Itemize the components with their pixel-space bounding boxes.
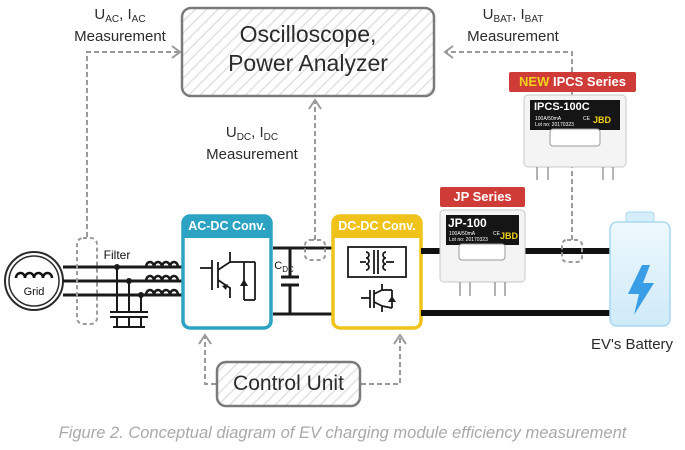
new-tag: NEW xyxy=(519,74,550,89)
jp-sensor xyxy=(439,209,526,296)
ipcs-ce: CE xyxy=(583,116,590,122)
bat-measurement-path xyxy=(443,45,573,240)
ipcs-model: IPCS-100C xyxy=(534,101,590,113)
dc-measurement-label: UDC, IDC Measurement xyxy=(206,124,298,163)
jp-spec: 100A/50mA xyxy=(449,231,476,237)
filter-junction-dots xyxy=(114,264,144,298)
ac-measurement-probe xyxy=(76,237,98,325)
bat-measurement-probe xyxy=(561,239,583,263)
battery-label: EV's Battery xyxy=(590,336,674,353)
bat-measurement-label: UBAT, IBAT Measurement xyxy=(467,6,559,45)
control-feedback-path xyxy=(198,333,407,385)
ac-dc-title: AC-DC Conv. xyxy=(188,219,266,233)
lightning-icon xyxy=(628,265,654,315)
jp-brand: JBD xyxy=(500,231,519,241)
grid-label: Grid xyxy=(23,286,45,298)
ac-measurement-path xyxy=(86,45,182,237)
dc-dc-converter xyxy=(331,214,423,330)
figure-caption: Figure 2. Conceptual diagram of EV charg… xyxy=(58,424,627,442)
control-unit-label: Control Unit xyxy=(233,372,344,395)
filter-inductors xyxy=(144,260,180,296)
ac-measurement-label: UAC, IAC Measurement xyxy=(74,6,166,45)
ipcs-spec: 100A/50mA xyxy=(535,116,562,122)
jp-banner-text: JP Series xyxy=(453,189,512,204)
dc-link-wires xyxy=(273,246,333,316)
oscilloscope-box xyxy=(180,6,436,98)
oscilloscope-title: Oscilloscope, Power Analyzer xyxy=(228,21,388,76)
ipcs-sensor xyxy=(523,94,627,180)
ipcs-brand: JBD xyxy=(593,115,612,125)
ipcs-lot: Lot no: 20170323 xyxy=(535,122,574,128)
dc-dc-title: DC-DC Conv. xyxy=(338,219,416,233)
jp-model: JP-100 xyxy=(448,216,487,230)
jp-lot: Lot no: 20170323 xyxy=(449,237,488,243)
dc-measurement-path xyxy=(308,98,322,240)
control-unit-box xyxy=(215,360,362,408)
capacitor-label: CDC xyxy=(274,260,294,274)
dc-measurement-probe xyxy=(304,239,326,261)
ac-wires xyxy=(63,265,184,297)
filter-label: Filter xyxy=(103,248,131,262)
ac-dc-converter xyxy=(181,214,273,330)
ipcs-banner-text: NEW IPCS Series xyxy=(519,74,626,89)
grid-symbol xyxy=(4,251,64,311)
jp-ce: CE xyxy=(493,231,500,237)
ipcs-banner xyxy=(509,72,636,92)
ev-battery xyxy=(609,211,671,327)
jp-banner xyxy=(440,187,525,207)
